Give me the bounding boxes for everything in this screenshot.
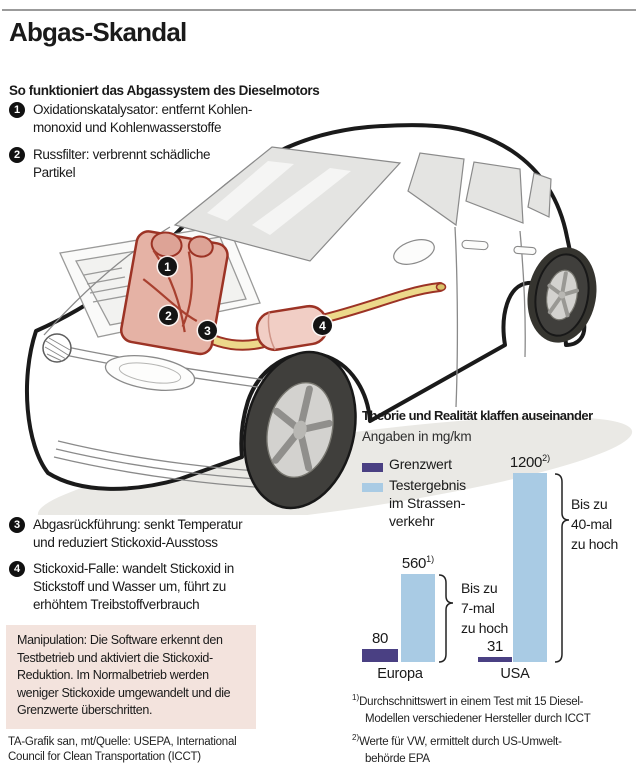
manipulation-text: Manipulation: Die Software erkennt den T… xyxy=(17,633,231,718)
car-illustration xyxy=(24,123,633,515)
car-marker-2: 2 xyxy=(159,306,178,325)
page-title: Abgas-Skandal xyxy=(9,17,187,47)
door-handle-rear xyxy=(513,245,537,256)
bar-europa-testergebnis xyxy=(401,573,435,662)
bar-group-usa-grenzwert: 31 xyxy=(478,637,512,662)
bar-europa-grenzwert xyxy=(362,649,398,662)
numbered-badge-2: 2 xyxy=(9,147,25,163)
list-item-text: Abgasrückführung: senkt Temperatur und r… xyxy=(33,517,243,550)
car-marker-4: 4 xyxy=(313,316,332,335)
bar-value-label: 31 xyxy=(486,638,504,656)
bar-usa-grenzwert xyxy=(478,657,512,662)
bar-group-europa-testergebnis: 5601) xyxy=(401,554,435,662)
chart-units-label: Angaben in mg/km xyxy=(362,429,472,444)
numbered-badge-3: 3 xyxy=(9,517,25,533)
source-credit: TA-Grafik san, mt/Quelle: USEPA, Interna… xyxy=(8,736,237,763)
side-mirror xyxy=(393,239,435,265)
footnote-marker: 2) xyxy=(352,732,360,742)
annotation-europa: Bis zu 7-mal zu hoch xyxy=(461,580,508,636)
numbered-badge-4: 4 xyxy=(9,561,25,577)
brace-usa xyxy=(554,473,570,663)
category-label-europa: Europa xyxy=(377,666,423,682)
footnote-1: 1)Durchschnittswert in einem Test mit 15… xyxy=(352,693,591,726)
legend-label-grenzwert: Grenzwert xyxy=(389,456,452,472)
vw-badge xyxy=(42,333,72,363)
bar-group-usa-testergebnis: 12002) xyxy=(509,453,551,662)
bar-value-label: 80 xyxy=(371,630,389,648)
footnotes: 1)Durchschnittswert in einem Test mit 15… xyxy=(352,689,636,769)
door-handle-front xyxy=(461,239,489,251)
manipulation-box: Manipulation: Die Software erkennt den T… xyxy=(6,625,256,729)
footnote-2: 2)Werte für VW, ermittelt durch US-Umwel… xyxy=(352,732,562,766)
headlight xyxy=(104,355,196,391)
intro-heading: So funktioniert das Abgassystem des Dies… xyxy=(9,83,320,98)
numbered-badge-1: 1 xyxy=(9,102,25,118)
legend-chip-grenzwert xyxy=(362,463,383,472)
footnote-marker: 1) xyxy=(352,693,360,702)
car-marker-1: 1 xyxy=(158,257,177,276)
windows xyxy=(173,146,552,262)
rear-door-window xyxy=(465,161,524,224)
bar-usa-testergebnis xyxy=(513,473,547,662)
list-item-oxidation-catalyst: 1 Oxidationskatalysator: entfernt Kohlen… xyxy=(9,101,252,137)
front-wheel xyxy=(243,350,357,510)
legend-chip-testergebnis xyxy=(362,483,383,492)
list-item-exhaust-recirculation: 3 Abgasrückführung: senkt Temperatur und… xyxy=(9,516,243,552)
annotation-usa: Bis zu 40-mal zu hoch xyxy=(571,496,618,552)
list-item-text: Stickoxid-Falle: wandelt Stickoxid in St… xyxy=(33,561,234,612)
front-door-window xyxy=(407,152,465,227)
bar-value-label: 12002) xyxy=(509,453,551,471)
legend-label-testergebnis: Testergebnis im Strassen- verkehr xyxy=(389,477,466,529)
list-item-text: Russfilter: verbrennt schädliche Partike… xyxy=(33,147,211,180)
bar-value-label: 5601) xyxy=(401,553,435,572)
top-rule xyxy=(2,9,636,11)
bar-group-europa-grenzwert: 80 xyxy=(362,629,398,662)
list-item-text: Oxidationskatalysator: entfernt Kohlen- … xyxy=(33,102,252,135)
list-item-soot-filter: 2 Russfilter: verbrennt schädliche Parti… xyxy=(9,146,210,182)
chart-title: Theorie und Realität klaffen auseinander xyxy=(362,408,593,423)
rear-wheel xyxy=(527,247,597,343)
list-item-nox-trap: 4 Stickoxid-Falle: wandelt Stickoxid in … xyxy=(9,560,234,614)
brace-europa xyxy=(438,574,454,663)
category-label-usa: USA xyxy=(500,666,530,682)
quarter-window xyxy=(527,172,552,218)
car-marker-3: 3 xyxy=(198,321,217,340)
door-seams xyxy=(454,226,526,408)
bar-chart: Theorie und Realität klaffen auseinander… xyxy=(360,406,640,700)
